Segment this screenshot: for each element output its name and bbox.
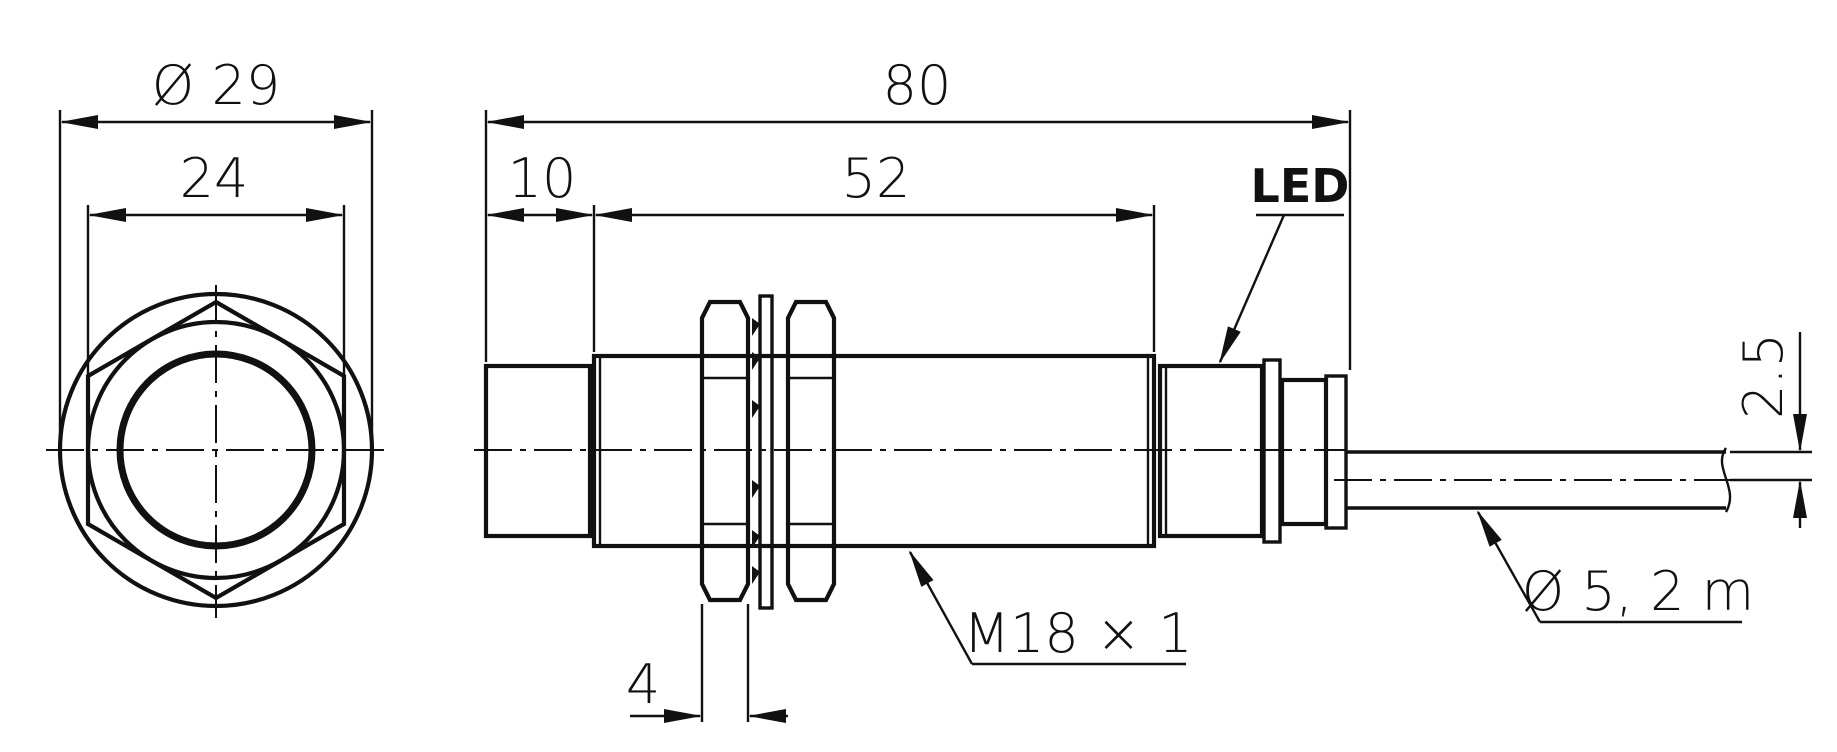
dim-label-80: 80 — [883, 54, 952, 117]
washer-tooth — [752, 530, 760, 548]
cable-spec-label: Ø 5, 2 m — [1522, 560, 1754, 623]
nut-right — [785, 299, 837, 603]
washer-tooth — [752, 400, 760, 418]
washer-tooth — [752, 352, 760, 370]
cable-leader-line — [1476, 510, 1542, 623]
washer-tooth — [752, 480, 760, 498]
dim-label-d29: Ø 29 — [152, 54, 280, 117]
washer-tooth — [752, 318, 760, 336]
nut-left — [699, 299, 751, 603]
led-leader-line — [1218, 214, 1286, 364]
side-view: 80 10 52 4 2.5 LED M18 × 1 Ø 5, 2 m — [474, 54, 1812, 723]
dim-label-52: 52 — [842, 147, 911, 210]
thread-spec-label: M18 × 1 — [963, 602, 1192, 665]
washer-tooth — [752, 566, 760, 584]
lock-washer — [758, 294, 774, 610]
dim-label-10: 10 — [508, 147, 577, 210]
dim-label-4: 4 — [626, 653, 660, 716]
dim-label-2-5: 2.5 — [1732, 333, 1795, 419]
dim-label-24: 24 — [180, 147, 249, 210]
washer-teeth — [752, 318, 760, 584]
thread-leader-line — [908, 550, 974, 665]
front-view: Ø 29 24 — [46, 54, 386, 618]
cable-break-icon — [1720, 447, 1732, 513]
led-label: LED — [1251, 159, 1350, 213]
cable-gland — [1279, 377, 1329, 527]
cable-gland-collar — [1324, 374, 1348, 530]
